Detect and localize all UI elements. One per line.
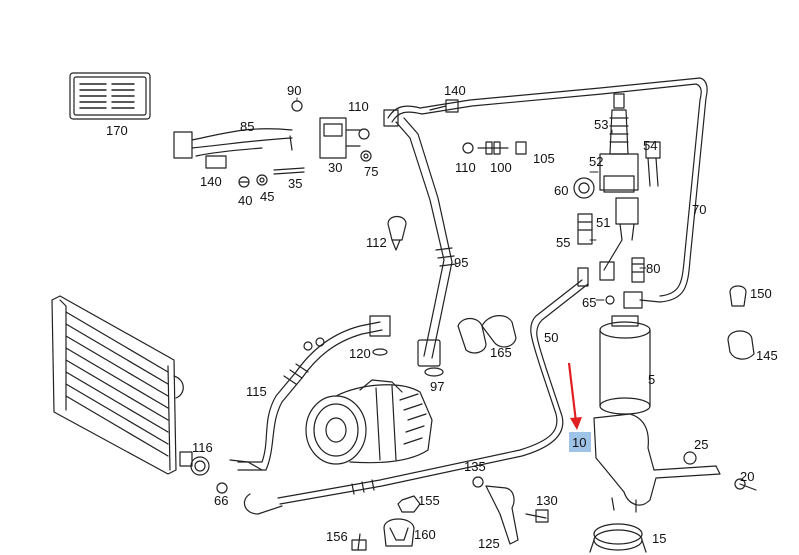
callout-150[interactable]: 150 [750,286,772,301]
callout-140[interactable]: 140 [444,83,466,98]
red-arrow [567,362,582,430]
clamp-15-drawing [589,523,647,553]
callout-45[interactable]: 45 [260,189,274,204]
callout-70[interactable]: 70 [692,202,706,217]
callout-10[interactable]: 10 [572,435,586,450]
callout-66[interactable]: 66 [214,493,228,508]
clip-112-drawing [387,215,407,251]
callout-110[interactable]: 110 [455,160,476,175]
bracket-125-drawing [472,476,549,545]
callout-51[interactable]: 51 [596,215,610,230]
parts-155-160-156-drawing [351,495,421,551]
leader-lines [296,97,647,301]
callout-80[interactable]: 80 [646,261,660,276]
callout-52[interactable]: 52 [589,154,603,169]
receiver-drier-drawing [599,315,651,415]
callout-53[interactable]: 53 [594,117,608,132]
bolt-140-drawing [429,99,459,113]
callout-112[interactable]: 112 [366,235,387,250]
callout-54[interactable]: 54 [643,138,657,153]
callout-30[interactable]: 30 [328,160,342,175]
callout-160[interactable]: 160 [414,527,436,542]
fittings-80-65-drawing [577,257,645,309]
callout-95[interactable]: 95 [454,255,468,270]
label-plate-drawing [69,72,151,120]
callout-65[interactable]: 65 [582,295,596,310]
callout-55[interactable]: 55 [556,235,570,250]
callout-100[interactable]: 100 [490,160,512,175]
callout-145[interactable]: 145 [756,348,778,363]
callout-125[interactable]: 125 [478,536,500,551]
callout-5[interactable]: 5 [648,372,655,387]
expansion-valve-drawing [289,100,372,162]
callout-105[interactable]: 105 [533,151,555,166]
pressure-switch-assembly-drawing [573,93,661,271]
callout-75[interactable]: 75 [364,164,378,179]
callout-97[interactable]: 97 [430,379,444,394]
callout-110[interactable]: 110 [348,99,369,114]
clips-150-145-drawing [727,285,755,360]
callout-155[interactable]: 155 [418,493,440,508]
bracket-drawing [593,413,757,513]
callout-170[interactable]: 170 [106,123,128,138]
callout-120[interactable]: 120 [349,346,371,361]
callout-20[interactable]: 20 [740,469,754,484]
callout-25[interactable]: 25 [694,437,708,452]
callout-116[interactable]: 116 [192,440,213,455]
callout-135[interactable]: 135 [464,459,486,474]
callout-140[interactable]: 140 [200,174,222,189]
callout-35[interactable]: 35 [288,176,302,191]
condenser-drawing [51,295,193,475]
highlight-box [569,432,591,452]
pipe-50-drawing [243,279,589,515]
pipe-85-drawing [173,128,305,188]
callout-labels: 170 85 90 110 140 140 35 30 75 40 45 110… [106,83,778,551]
callout-115[interactable]: 115 [246,384,267,399]
fittings-110-100-105-drawing [462,141,527,155]
compressor-drawing [305,379,433,465]
callout-130[interactable]: 130 [536,493,558,508]
callout-165[interactable]: 165 [490,345,512,360]
callout-15[interactable]: 15 [652,531,666,546]
callout-85[interactable]: 85 [240,119,254,134]
clip-165-drawing [457,315,517,354]
pipe-70-drawing [387,77,708,303]
callout-60[interactable]: 60 [554,183,568,198]
callout-156[interactable]: 156 [326,529,348,544]
pipe-115-drawing [237,315,391,471]
callout-40[interactable]: 40 [238,193,252,208]
callout-50[interactable]: 50 [544,330,558,345]
callout-90[interactable]: 90 [287,83,301,98]
pipe-95-drawing [383,109,457,377]
